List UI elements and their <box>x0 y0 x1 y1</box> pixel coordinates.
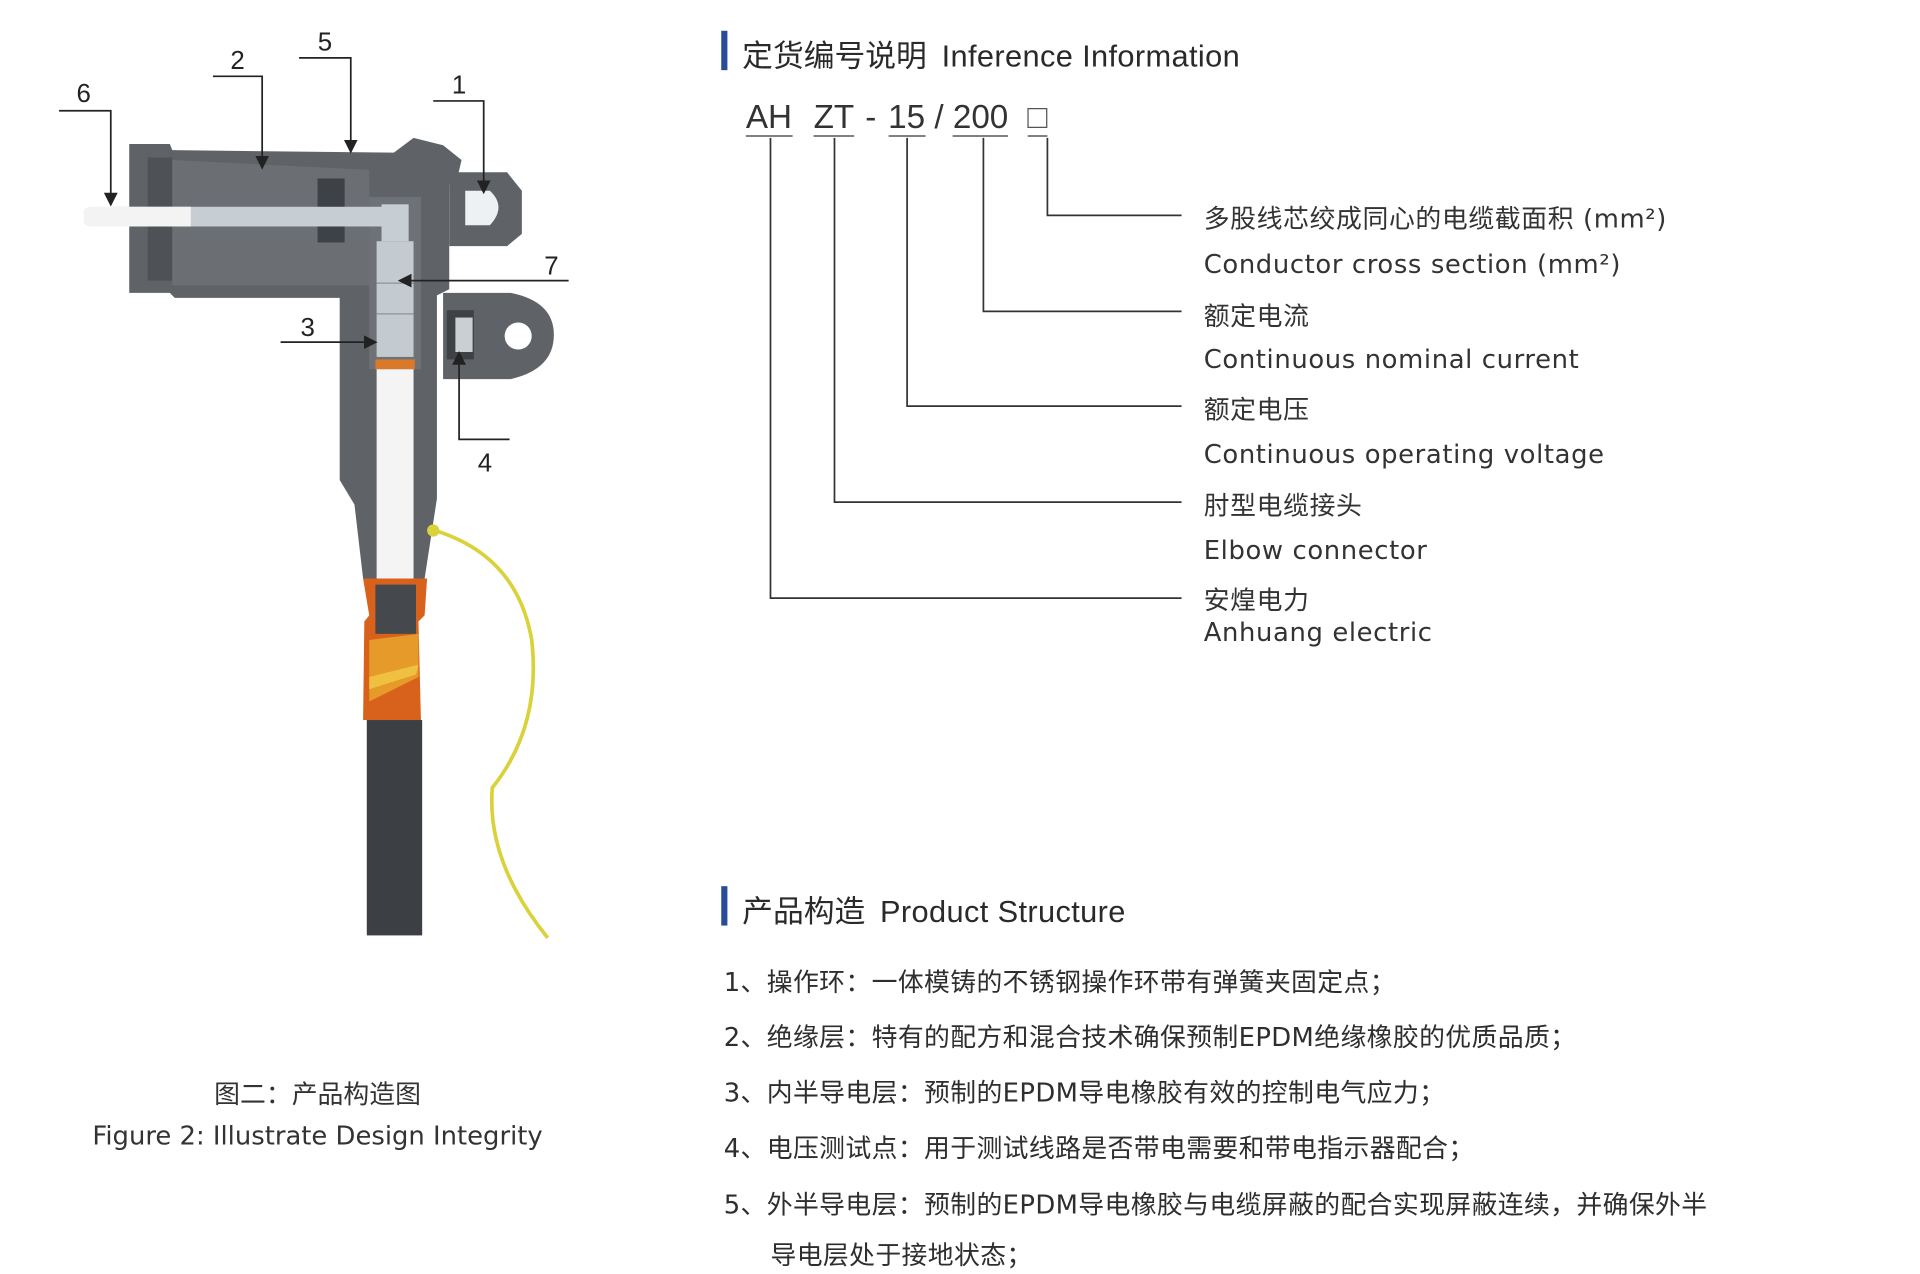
code-dash: - <box>865 98 877 136</box>
code-ah: AH <box>745 98 793 137</box>
callout-5: 5 <box>318 28 332 56</box>
structure-item-1: 1、操作环：一体模铸的不锈钢操作环带有弹簧夹固定点； <box>723 967 1396 997</box>
legend-section-cn: 多股线芯绞成同心的电缆截面积 (mm²) <box>1203 204 1668 234</box>
callout-lines <box>59 56 569 441</box>
structure-item-3: 3、内半导电层：预制的EPDM导电橡胶有效的控制电气应力； <box>723 1078 1446 1108</box>
structure-item-2: 2、绝缘层：特有的配方和混合技术确保预制EPDM绝缘橡胶的优质品质； <box>723 1022 1577 1053</box>
structure-item-5-cont: 导电层处于接地状态； <box>770 1240 1033 1271</box>
callout-7: 7 <box>544 252 558 280</box>
code-zt: ZT <box>813 98 854 137</box>
figure-caption-cn: 图二：产品构造图 <box>214 1079 421 1109</box>
section-accent-bar <box>721 30 728 71</box>
order-code: AH ZT - 15 / 200 □ <box>745 98 1048 137</box>
inference-title-en: Inference Information <box>941 39 1241 74</box>
legend-current-cn: 额定电流 <box>1203 301 1310 332</box>
structure-title-cn: 产品构造 <box>742 893 866 930</box>
structure-title: 产品构造 Product Structure <box>742 887 1126 931</box>
section-accent-bar <box>721 886 728 926</box>
legend-type-cn: 肘型电缆接头 <box>1203 491 1363 521</box>
legend-brand-cn: 安煌电力 <box>1203 585 1310 616</box>
inference-title: 定货编号说明 Inference Information <box>742 32 1240 76</box>
callout-3: 3 <box>301 314 315 342</box>
structure-item-5: 5、外半导电层：预制的EPDM导电橡胶与电缆屏蔽的配合实现屏蔽连续，并确保外半 <box>723 1190 1708 1220</box>
inference-title-cn: 定货编号说明 <box>742 38 927 74</box>
connector-body <box>83 137 554 940</box>
callout-4: 4 <box>478 449 492 477</box>
callout-2: 2 <box>230 47 244 75</box>
legend-voltage-en: Continuous operating voltage <box>1203 439 1605 469</box>
code-slash: / <box>934 98 944 136</box>
code-voltage: 15 <box>888 98 926 137</box>
code-section-box: □ <box>1027 98 1048 137</box>
callout-1: 1 <box>452 72 466 100</box>
ground-wire <box>430 527 550 940</box>
legend-current-en: Continuous nominal current <box>1203 344 1580 375</box>
code-current: 200 <box>952 98 1009 137</box>
code-leader-lines <box>769 137 1182 600</box>
callout-6: 6 <box>77 80 91 108</box>
elbow-connector-diagram: 1 2 3 4 5 6 7 <box>59 28 569 940</box>
structure-item-4: 4、电压测试点：用于测试线路是否带电需要和带电指示器配合； <box>723 1133 1475 1164</box>
legend-voltage-cn: 额定电压 <box>1203 395 1310 425</box>
legend-section-en: Conductor cross section (mm²) <box>1203 249 1622 280</box>
figure-caption-en: Figure 2: Illustrate Design Integrity <box>92 1121 543 1151</box>
legend-brand-en: Anhuang electric <box>1203 617 1433 648</box>
structure-title-en: Product Structure <box>880 894 1126 930</box>
legend-type-en: Elbow connector <box>1203 535 1428 565</box>
